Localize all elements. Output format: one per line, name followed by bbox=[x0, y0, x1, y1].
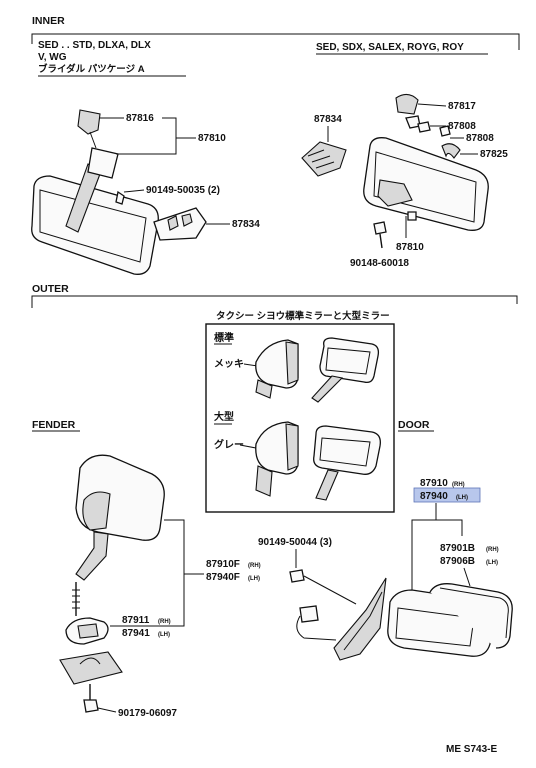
inner-heading: INNER bbox=[32, 15, 65, 27]
label-87834-right: 87834 bbox=[314, 114, 342, 125]
clip-87834-left bbox=[153, 207, 207, 241]
label-87901B: 87901B bbox=[440, 543, 475, 554]
inner-mirror-left bbox=[31, 109, 159, 275]
fender-base bbox=[59, 651, 123, 713]
highlight-87940 bbox=[413, 487, 481, 503]
door-heading: DOOR bbox=[398, 419, 430, 431]
standard-finish: メッキ bbox=[214, 358, 244, 370]
inner-note-left-2: V, WG bbox=[38, 52, 67, 63]
inner-mirror-right bbox=[363, 93, 489, 231]
screw-90148-60018 bbox=[373, 221, 387, 249]
label-87906B: 87906B bbox=[440, 556, 475, 567]
label-87817: 87817 bbox=[448, 101, 476, 112]
inner-note-right: SED, SDX, SALEX, ROYG, ROY bbox=[316, 42, 464, 53]
inner-note-left-1: SED . . STD, DLXA, DLX bbox=[38, 40, 151, 51]
label-87911-side: (RH) bbox=[158, 619, 171, 625]
label-90148-60018: 90148-60018 bbox=[350, 258, 409, 269]
standard-tag: 標準 bbox=[214, 331, 234, 344]
large-finish: グレー bbox=[214, 438, 244, 451]
label-87808-b: 87808 bbox=[466, 133, 494, 144]
label-87941: 87941 bbox=[122, 628, 150, 639]
standard-mirror bbox=[255, 337, 380, 403]
label-87816: 87816 bbox=[126, 113, 154, 124]
label-87901B-side: (RH) bbox=[486, 547, 499, 553]
inner-note-left-3: ブライダル パツケージ A bbox=[38, 63, 145, 75]
clip-87834-right bbox=[301, 141, 347, 177]
outer-box-title: タクシー シヨウ標準ミラーと大型ミラー bbox=[216, 310, 390, 322]
label-87810-right: 87810 bbox=[396, 242, 424, 253]
label-90149-50035: 90149-50035 (2) bbox=[146, 185, 220, 196]
label-87910F: 87910F bbox=[206, 559, 240, 570]
label-87911: 87911 bbox=[122, 615, 150, 626]
label-87941-side: (LH) bbox=[158, 632, 170, 638]
door-screw bbox=[289, 569, 357, 605]
footer-code: ME S743-E bbox=[446, 744, 497, 755]
label-87940-door: 87940 bbox=[420, 491, 448, 502]
label-87825: 87825 bbox=[480, 149, 508, 160]
label-87834-left: 87834 bbox=[232, 219, 260, 230]
fender-heading: FENDER bbox=[32, 419, 76, 431]
outer-heading: OUTER bbox=[32, 283, 69, 295]
label-87906B-side: (LH) bbox=[486, 560, 498, 566]
large-tag: 大型 bbox=[214, 410, 234, 423]
inner-bracket bbox=[31, 33, 520, 50]
outer-bracket bbox=[31, 295, 518, 308]
taxi-mirror-box bbox=[205, 323, 395, 513]
fender-gasket bbox=[65, 617, 109, 645]
label-87808-a: 87808 bbox=[448, 121, 476, 132]
label-90149-50044: 90149-50044 (3) bbox=[258, 537, 332, 548]
door-mirror bbox=[296, 577, 513, 661]
label-87940F: 87940F bbox=[206, 572, 240, 583]
label-87940F-side: (LH) bbox=[248, 576, 260, 582]
label-87910-door-side: (RH) bbox=[452, 482, 465, 488]
large-mirror bbox=[255, 421, 381, 501]
fender-mirror bbox=[72, 454, 165, 616]
label-90179-06097: 90179-06097 bbox=[118, 708, 177, 719]
label-87940-door-side: (LH) bbox=[456, 495, 468, 501]
label-87910-door: 87910 bbox=[420, 478, 448, 489]
label-87810-left: 87810 bbox=[198, 133, 226, 144]
label-87910F-side: (RH) bbox=[248, 563, 261, 569]
